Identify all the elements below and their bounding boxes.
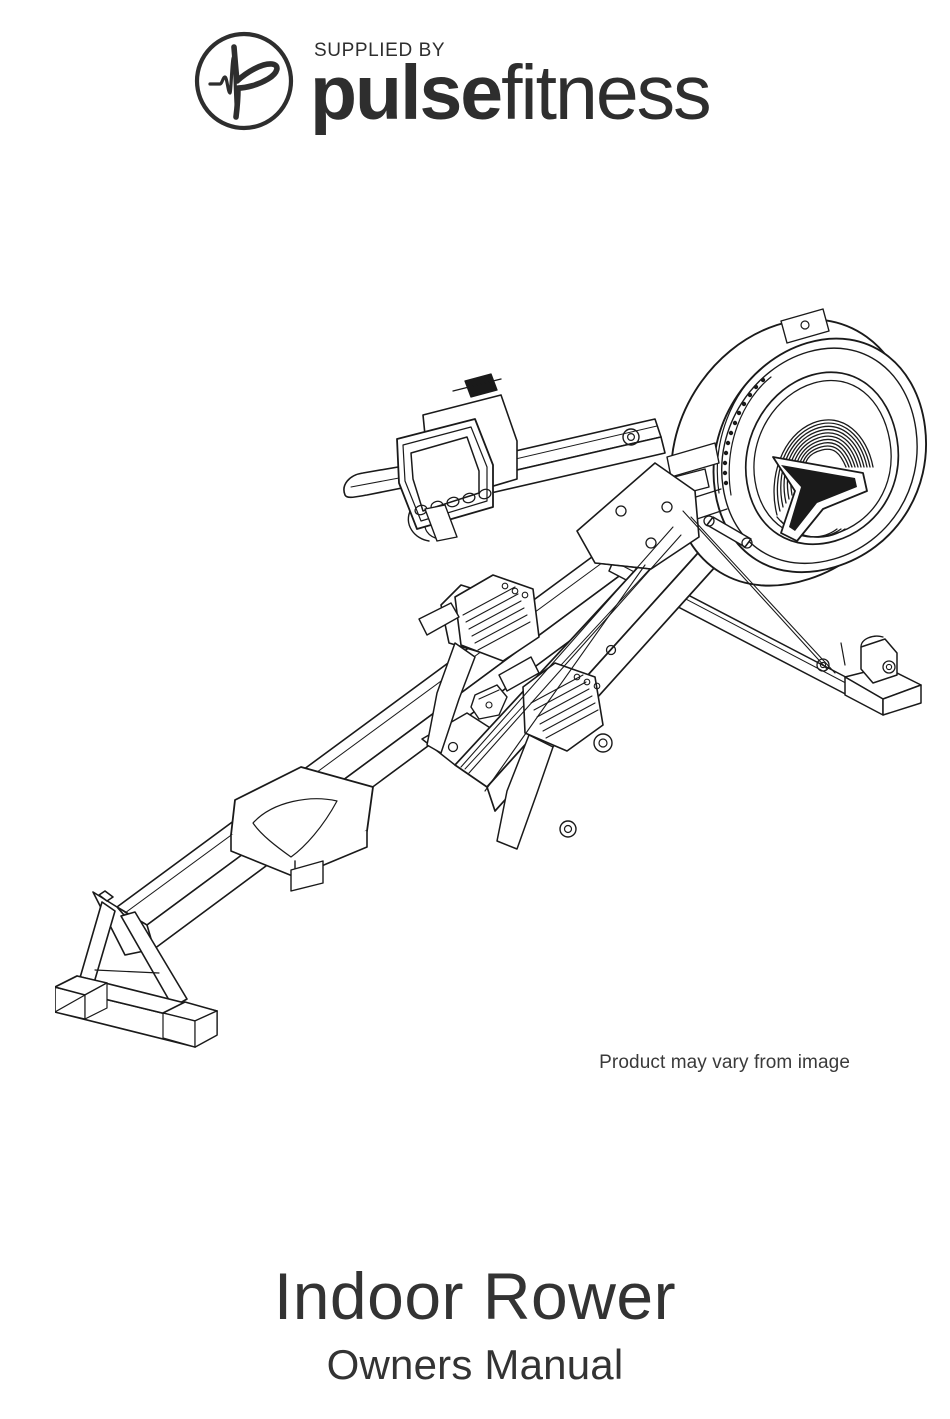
wordmark-pulse: pulse [310, 50, 503, 136]
pulse-fitness-circle-logo-icon [190, 27, 298, 135]
transport-wheel [860, 635, 898, 684]
console-display [396, 373, 518, 542]
front-stabilizer-foot [816, 635, 922, 716]
document-subtitle: Owners Manual [326, 1341, 624, 1389]
footplate-left [418, 574, 540, 754]
vent-strip [716, 366, 772, 496]
frame-neck [576, 462, 700, 570]
seat [230, 766, 374, 892]
supplied-by-label: SUPPLIED BY [314, 40, 446, 61]
product-illustration [55, 295, 945, 1055]
damper-lever [703, 515, 753, 549]
brand-wordmark: pulsefitness [310, 55, 712, 132]
footplate-right [496, 656, 613, 850]
product-disclaimer-caption: Product may vary from image [599, 1052, 850, 1073]
wordmark-fitness: fitness [501, 50, 712, 136]
rear-stabilizer-foot [55, 890, 218, 1048]
title-block: Indoor Rower Owners Manual [0, 1259, 950, 1389]
document-title: Indoor Rower [273, 1259, 677, 1333]
cables [460, 510, 836, 792]
brand-logo: SUPPLIED BY pulsefitness [190, 22, 790, 140]
brand-wordmark-wrap: SUPPLIED BY pulsefitness [310, 27, 790, 135]
flywheel-housing [658, 308, 927, 587]
rail-fittings [470, 684, 508, 720]
